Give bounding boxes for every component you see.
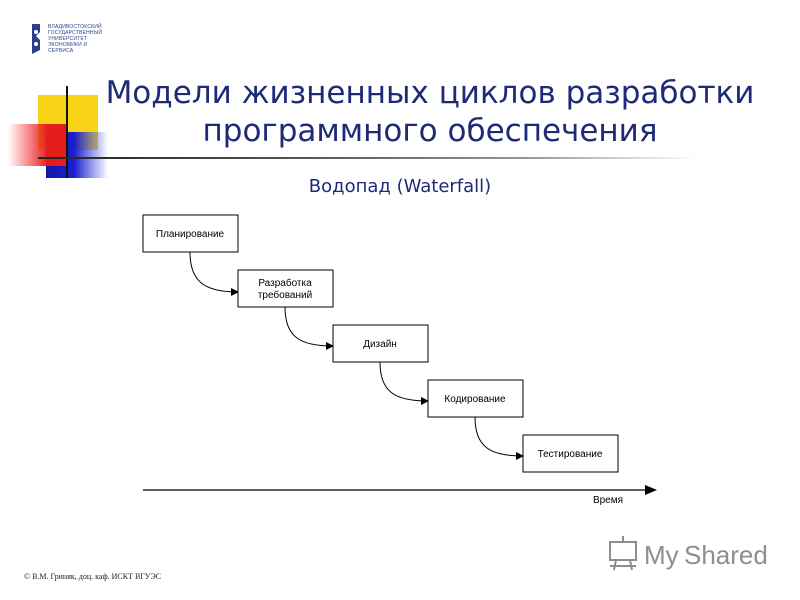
myshared-watermark: My Shared	[609, 536, 768, 571]
stage-label: требований	[258, 289, 312, 301]
stage-requirements: Разработка требований	[237, 269, 334, 308]
watermark-text-shared: Shared	[684, 540, 768, 570]
university-emblem-icon	[32, 24, 40, 54]
connector-arrow	[379, 361, 429, 405]
decor-red-square	[8, 124, 66, 166]
stage-label: Тестирование	[538, 449, 603, 460]
stage-planning: Планирование	[142, 214, 239, 253]
stage-label: Разработка	[258, 277, 312, 289]
logo-line: университет	[48, 36, 88, 42]
stage-design: Дизайн	[332, 324, 429, 363]
stage-label: Планирование	[156, 229, 225, 240]
time-axis-label: Время	[593, 495, 623, 506]
logo-line: Владивостокский	[48, 24, 102, 30]
connector-arrow	[284, 306, 334, 350]
logo-line: государственный	[48, 30, 103, 36]
university-logo	[32, 24, 40, 54]
connector-arrow	[474, 416, 524, 460]
stage-testing: Тестирование	[522, 434, 619, 473]
decor-vertical-line	[66, 86, 68, 178]
connector-arrow	[189, 251, 239, 296]
university-name: Владивостокский государственный универси…	[48, 24, 118, 54]
time-axis-arrow-icon	[645, 485, 657, 495]
stage-label: Дизайн	[363, 339, 397, 350]
projector-icon	[609, 536, 637, 571]
slide-title: Модели жизненных циклов разработки прогр…	[80, 74, 780, 150]
slide-subtitle: Водопад (Waterfall)	[308, 176, 492, 197]
logo-line: сервиса	[48, 48, 74, 54]
stage-coding: Кодирование	[427, 379, 524, 418]
stage-label: Кодирование	[444, 394, 506, 405]
slide-title-line1: Модели жизненных циклов разработки	[105, 75, 755, 111]
slide-title-line2: программного обеспечения	[202, 113, 658, 149]
watermark-text-my: My	[644, 540, 679, 570]
decor-horizontal-line	[38, 157, 698, 159]
logo-line: экономики и	[48, 42, 88, 48]
footer-credit: © В.М. Гриняк, доц. каф. ИСКТ ВГУЭС	[24, 572, 162, 581]
